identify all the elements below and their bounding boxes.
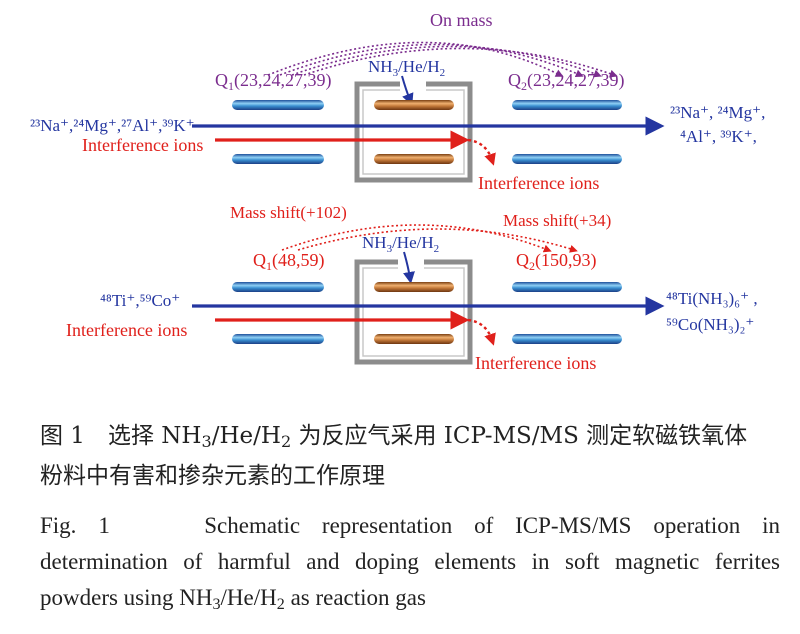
gas-label-bottom: NH3/He/H2 — [362, 233, 439, 255]
collision-cell-top — [354, 81, 473, 183]
caption-en-text: /He/H — [220, 585, 277, 610]
q1-label-top: Q1(23,24,27,39) — [215, 70, 332, 93]
caption-en-line3: powders using NH3/He/H2 as reaction gas — [40, 580, 780, 616]
q2-rod-upper-top — [512, 100, 622, 110]
interference-label-left-bottom: Interference ions — [66, 320, 187, 340]
panel-bottom: Mass shift(+102) Mass shift(+34) Q1(48,5… — [66, 203, 758, 373]
collision-cell-bottom — [354, 259, 473, 365]
caption-cn-sub: 3 — [201, 432, 212, 452]
mass-shift-102-label: Mass shift(+102) — [230, 203, 347, 222]
caption-cn-text: 为反应气采用 ICP-MS/MS 测定软磁铁氧体 — [291, 423, 748, 449]
gas-label-top: NH3/He/H2 — [368, 57, 445, 79]
gas-inlet-arrow-top — [401, 75, 414, 106]
icp-ms-ms-schematic: On mass Q1(23,24,27,39) Q2(23,24,27,39) … — [30, 10, 765, 373]
interference-label-right-top: Interference ions — [478, 173, 599, 193]
on-mass-arcs — [267, 41, 618, 78]
input-ions-top: ²³Na⁺,²⁴Mg⁺,²⁷Al⁺,³⁹K⁺ — [30, 116, 195, 135]
q1-rod-upper-bottom — [232, 282, 324, 292]
cell-rod-upper-bottom — [374, 282, 454, 292]
q2-label-bottom: Q2(150,93) — [516, 250, 597, 273]
gas-inlet-arrow-bottom — [403, 251, 415, 284]
q2-rod-lower-bottom — [512, 334, 622, 344]
interference-label-left-top: Interference ions — [82, 135, 203, 155]
q1-rod-upper-top — [232, 100, 324, 110]
mass-shift-arcs — [281, 224, 578, 253]
caption-en-text: powders using NH — [40, 585, 213, 610]
caption-cn-text: /He/H — [211, 423, 281, 449]
interference-deflect-bottom — [467, 318, 496, 346]
caption-en-sub: 2 — [276, 596, 285, 614]
cell-rod-lower-bottom — [374, 334, 454, 344]
cell-rod-upper-top — [374, 100, 454, 110]
q2-rod-lower-top — [512, 154, 622, 164]
output-ions-bottom-line2: ⁵⁹Co(NH₃)₂⁺ — [666, 315, 754, 334]
output-ions-top-line2: ⁴Al⁺, ³⁹K⁺, — [680, 127, 757, 146]
panel-top: On mass Q1(23,24,27,39) Q2(23,24,27,39) … — [30, 10, 765, 193]
input-ions-bottom: ⁴⁸Ti⁺,⁵⁹Co⁺ — [100, 291, 180, 310]
interference-label-right-bottom: Interference ions — [475, 353, 596, 373]
cell-rod-lower-top — [374, 154, 454, 164]
output-ions-bottom-line1: ⁴⁸Ti(NH₃)₆⁺ , — [666, 289, 758, 308]
q1-rod-lower-bottom — [232, 334, 324, 344]
caption-cn-text: 图 1 选择 NH — [40, 423, 202, 449]
caption-en-line1: Fig. 1 Schematic representation of ICP-M… — [40, 513, 780, 538]
mass-shift-34-label: Mass shift(+34) — [503, 211, 611, 230]
on-mass-label: On mass — [430, 10, 493, 30]
q2-rod-upper-bottom — [512, 282, 622, 292]
caption-cn-sub: 2 — [280, 432, 292, 452]
q2-label-top: Q2(23,24,27,39) — [508, 70, 625, 93]
caption-cn-line2: 粉料中有害和掺杂元素的工作原理 — [40, 463, 385, 489]
q1-rod-lower-top — [232, 154, 324, 164]
caption-en-sub: 3 — [212, 596, 221, 614]
caption-cn-line1: 图 1 选择 NH3/He/H2 为反应气采用 ICP-MS/MS 测定软磁铁氧… — [40, 418, 780, 454]
caption-en-line2: determination of harmful and doping elem… — [40, 549, 780, 574]
caption-en-text: as reaction gas — [284, 585, 426, 610]
output-ions-top-line1: ²³Na⁺, ²⁴Mg⁺, — [670, 103, 765, 122]
interference-deflect-top — [467, 138, 496, 166]
q1-label-bottom: Q1(48,59) — [253, 250, 325, 273]
